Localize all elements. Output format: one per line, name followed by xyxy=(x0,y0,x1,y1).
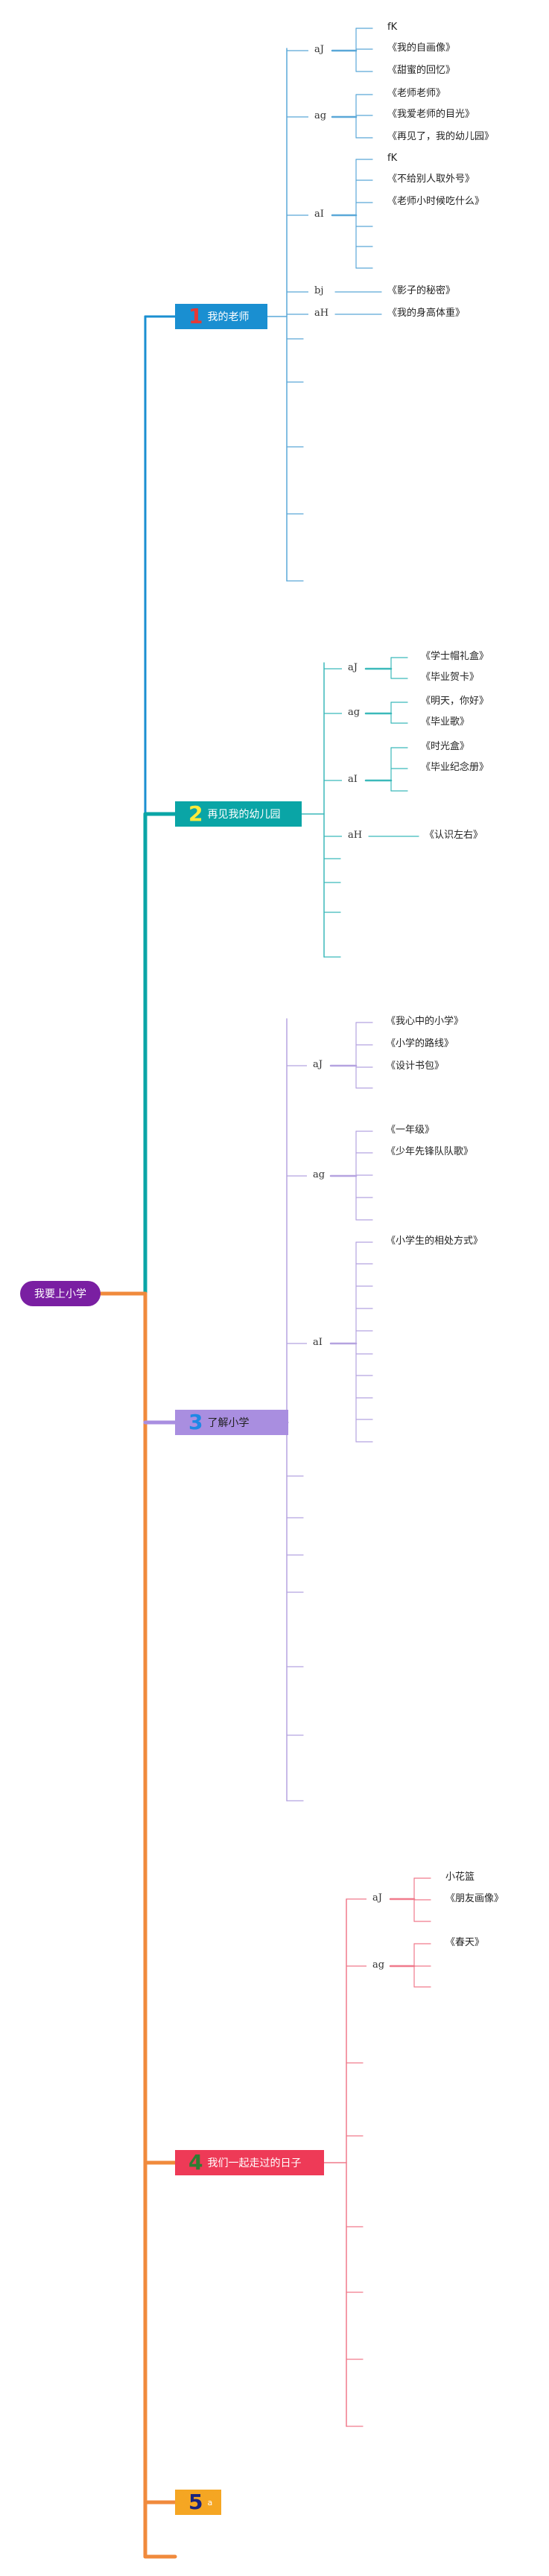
branch-node-4[interactable]: 4 我们一起走过的日子 xyxy=(175,2150,324,2175)
group-tag: aJ xyxy=(314,44,324,55)
branch-number: 2 xyxy=(188,801,203,826)
leaf-item: 《朋友画像》 xyxy=(445,1893,504,1904)
leaf-item: 《小学生的相处方式》 xyxy=(386,1235,483,1247)
leaf-item: 《我爱老师的目光》 xyxy=(387,109,475,120)
group-tag: ag xyxy=(314,110,327,121)
group-tag: ag xyxy=(313,1169,326,1180)
leaf-item: 小花篮 xyxy=(445,1871,475,1883)
leaf-item: 《我心中的小学》 xyxy=(386,1016,464,1027)
leaf-item: 《影子的秘密》 xyxy=(387,285,456,296)
leaf-item: 《再见了，我的幼儿园》 xyxy=(387,131,495,142)
group-tag: bj xyxy=(314,285,324,296)
branch-label: 我们一起走过的日子 xyxy=(207,2157,302,2169)
branch-node-1[interactable]: 1 我的老师 xyxy=(175,304,267,329)
branch-label: 再见我的幼儿园 xyxy=(207,809,281,821)
leaf-item: fK xyxy=(387,22,398,33)
leaf-item: 《学士帽礼盒》 xyxy=(421,651,489,662)
leaf-item: 《认识左右》 xyxy=(425,830,483,841)
leaf-item: 《一年级》 xyxy=(386,1125,435,1136)
leaf-item: 《春天》 xyxy=(445,1937,485,1948)
leaf-item: 《毕业贺卡》 xyxy=(421,672,480,683)
group-tag: aJ xyxy=(348,662,358,673)
leaf-item: 《我的自画像》 xyxy=(387,42,456,54)
leaf-item: 《老师小时候吃什么》 xyxy=(387,196,485,207)
leaf-item: 《明天，你好》 xyxy=(421,696,489,707)
leaf-item: 《甜蜜的回忆》 xyxy=(387,65,456,76)
group-tag: aJ xyxy=(313,1059,323,1070)
leaf-item: 《我的身高体重》 xyxy=(387,308,466,319)
group-tag: aH xyxy=(348,830,363,841)
leaf-item: 《毕业歌》 xyxy=(421,716,470,728)
leaf-item: 《小学的路线》 xyxy=(386,1038,454,1049)
branch-number: 3 xyxy=(188,1410,203,1434)
branch-node-2[interactable]: 2 再见我的幼儿园 xyxy=(175,801,302,827)
root-node[interactable]: 我要上小学 xyxy=(20,1281,101,1306)
group-tag: ag xyxy=(372,1959,385,1971)
leaf-item: 《不给别人取外号》 xyxy=(387,174,475,185)
group-tag: aH xyxy=(314,308,329,319)
group-tag: aI xyxy=(314,209,324,220)
leaf-item: fK xyxy=(387,153,398,164)
branch-label: a xyxy=(207,2497,213,2507)
leaf-item: 《时光盒》 xyxy=(421,741,470,752)
leaf-item: 《毕业纪念册》 xyxy=(421,762,489,773)
branch-number: 4 xyxy=(188,2150,203,2175)
group-tag: aJ xyxy=(372,1892,382,1904)
group-tag: ag xyxy=(348,707,361,718)
branch-label: 了解小学 xyxy=(207,1417,250,1429)
group-tag: aI xyxy=(313,1337,323,1348)
leaf-item: 《设计书包》 xyxy=(386,1060,445,1072)
branch-number: 5 xyxy=(188,2490,203,2514)
branch-node-3[interactable]: 3 了解小学 xyxy=(175,1410,288,1435)
leaf-item: 《少年先锋队队歌》 xyxy=(386,1146,474,1157)
branch-number: 1 xyxy=(188,304,203,328)
branch-label: 我的老师 xyxy=(207,311,250,323)
group-tag: aI xyxy=(348,774,358,785)
leaf-item: 《老师老师》 xyxy=(387,88,446,99)
